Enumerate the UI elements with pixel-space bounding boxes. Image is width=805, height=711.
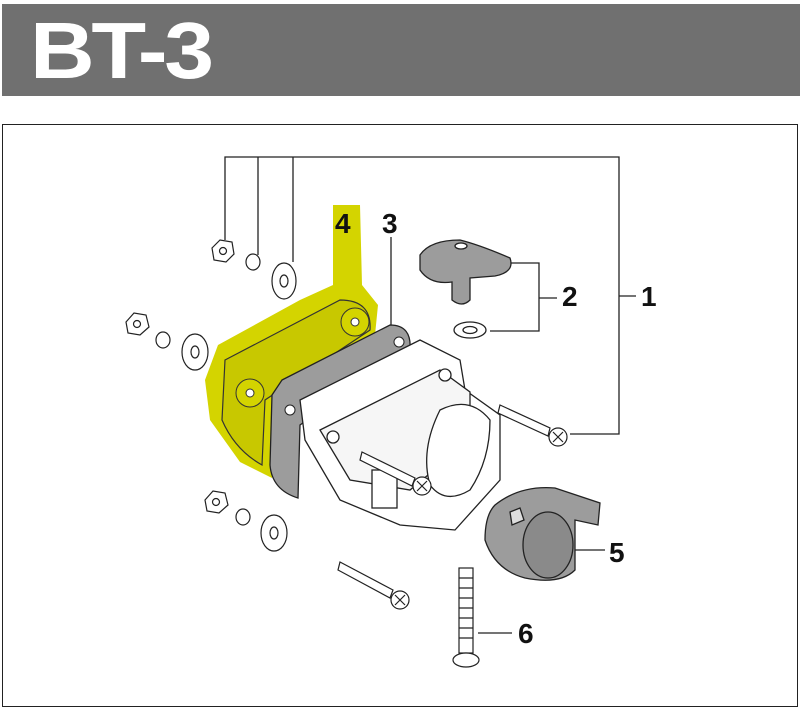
- hardware-set-top: [211, 239, 297, 300]
- part-5-clamp-ring: [484, 486, 601, 581]
- callout-1: 1: [641, 281, 657, 312]
- screw-lower: [337, 561, 410, 610]
- callout-5: 5: [609, 537, 625, 568]
- part-1-housing: [299, 339, 501, 531]
- part-2-knob: [419, 239, 512, 339]
- part-4-highlighted-plate: [205, 205, 378, 478]
- screw-middle: [359, 451, 432, 496]
- callout-2: 2: [562, 281, 578, 312]
- callout-6: 6: [518, 618, 534, 649]
- header-bar: BT-3: [2, 4, 800, 96]
- part-6-bolt: [452, 567, 480, 668]
- callout-3: 3: [382, 208, 398, 239]
- callout-4: 4: [335, 208, 351, 239]
- page-title: BT-3: [30, 6, 214, 95]
- hardware-set-bottom: [204, 490, 288, 552]
- diagram-frame: [2, 124, 798, 707]
- hardware-sets: [125, 239, 297, 552]
- hardware-set-middle: [125, 312, 209, 371]
- leader-lines-2: [490, 262, 557, 332]
- leader-lines-1: [224, 156, 636, 435]
- screw-upper: [497, 404, 568, 447]
- screws: [337, 404, 568, 668]
